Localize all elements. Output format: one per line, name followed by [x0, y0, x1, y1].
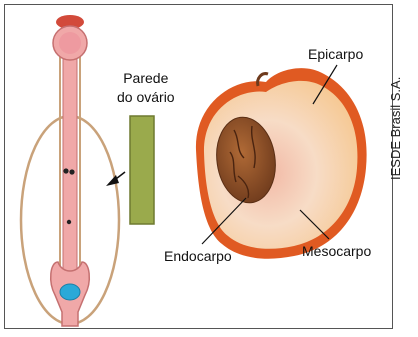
pistil-diagram	[21, 15, 119, 326]
stigma-core	[59, 32, 81, 54]
label-parede-line1: Parede	[117, 69, 175, 88]
label-endocarpo: Endocarpo	[164, 248, 232, 264]
nucleus-dot	[69, 169, 74, 174]
image-credit: IESDE Brasil S.A.	[388, 77, 403, 180]
label-epicarpo: Epicarpo	[308, 46, 363, 62]
ovule	[60, 284, 80, 300]
label-parede-line2: do ovário	[117, 88, 175, 107]
ovary-wall-strip	[130, 116, 154, 224]
nucleus-dot	[67, 220, 71, 224]
label-mesocarpo: Mesocarpo	[302, 243, 371, 259]
label-parede-do-ovario: Parede do ovário	[117, 69, 175, 107]
nucleus-dot	[63, 168, 68, 173]
peach-cross-section	[196, 68, 367, 259]
